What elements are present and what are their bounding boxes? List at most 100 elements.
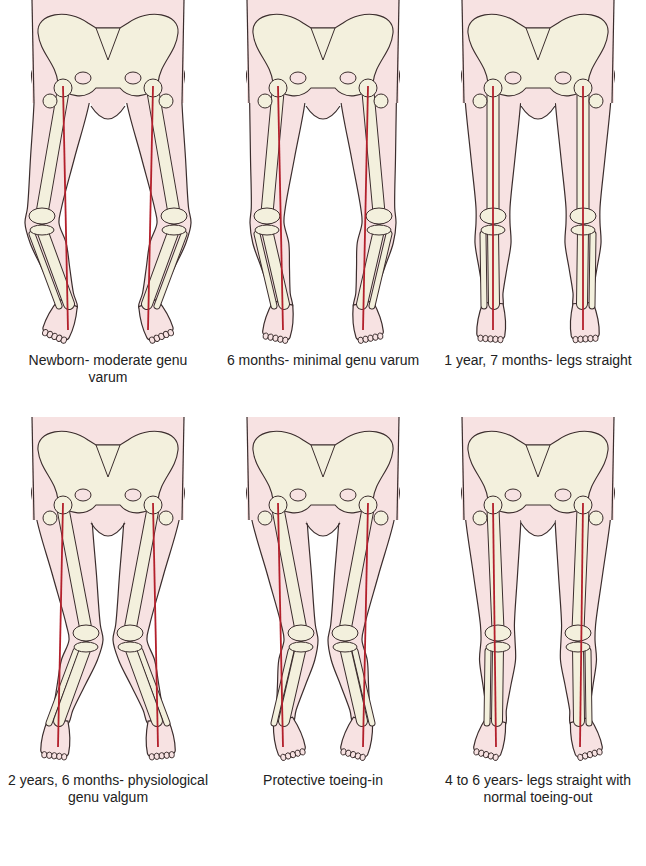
- tibial-plateau: [289, 642, 313, 652]
- femoral-condyles: [29, 208, 55, 224]
- tibia: [578, 647, 579, 721]
- toe: [596, 748, 603, 756]
- tibia-edge: [42, 230, 69, 304]
- tibial-plateau: [118, 642, 142, 652]
- obturator-foramen: [555, 489, 571, 501]
- greater-trochanter: [159, 511, 173, 525]
- trunk-side: [247, 417, 249, 520]
- femur: [368, 92, 379, 213]
- sacrum: [311, 445, 335, 477]
- crotch-line: [91, 523, 125, 536]
- mechanical-axis: [363, 86, 368, 330]
- crotch: [90, 102, 126, 119]
- femur: [267, 92, 278, 213]
- mechanical-axis: [580, 503, 583, 747]
- trunk-side: [32, 417, 34, 520]
- trunk: [247, 417, 399, 520]
- obturator-foramen: [75, 489, 91, 501]
- fibula-edge: [483, 234, 484, 306]
- crotch: [520, 519, 556, 536]
- femur: [42, 92, 63, 213]
- tibia-edge: [497, 647, 498, 721]
- sacrum: [526, 445, 550, 477]
- obturator-foramen: [290, 489, 306, 501]
- trunk-side: [612, 0, 614, 103]
- fibula: [483, 234, 484, 306]
- femoral-condyles: [485, 625, 511, 641]
- greater-trochanter: [159, 94, 173, 108]
- trunk-side: [247, 0, 249, 103]
- greater-trochanter: [589, 94, 603, 108]
- femur: [130, 509, 153, 630]
- toe: [299, 748, 306, 756]
- tibial-plateau: [162, 225, 186, 235]
- crotch-line: [91, 106, 125, 119]
- crotch-line: [521, 106, 555, 119]
- tibia: [147, 230, 174, 304]
- crotch-line: [306, 523, 340, 536]
- caption-label: 1 year, 7 months- legs straight: [438, 352, 638, 369]
- femur: [278, 509, 301, 630]
- sacrum: [526, 28, 550, 60]
- caption-label: 4 to 6 years- legs straight with normal …: [438, 772, 638, 806]
- trunk: [462, 0, 614, 103]
- mechanical-axis: [153, 503, 158, 747]
- tibial-plateau: [333, 642, 357, 652]
- crotch-line: [306, 106, 340, 119]
- toe: [377, 332, 383, 339]
- foot-outline: [566, 716, 604, 760]
- leg-figure: [25, 0, 191, 345]
- foot: [566, 716, 604, 762]
- toe: [167, 329, 174, 337]
- tibia: [497, 647, 498, 721]
- obturator-foramen: [505, 72, 521, 84]
- sacrum: [311, 28, 335, 60]
- tibial-plateau: [566, 642, 590, 652]
- tibia-edge: [147, 230, 174, 304]
- mechanical-axis: [493, 503, 496, 747]
- tibial-plateau: [255, 225, 279, 235]
- tibia-edge: [578, 647, 579, 721]
- obturator-foramen: [290, 72, 306, 84]
- obturator-foramen: [505, 489, 521, 501]
- trunk: [462, 417, 614, 520]
- caption-label: Newborn- moderate genu varum: [8, 352, 208, 386]
- leg-figure: [462, 417, 615, 762]
- obturator-foramen: [125, 72, 141, 84]
- caption-label: 2 years, 6 months- physiological genu va…: [8, 772, 208, 806]
- obturator-foramen: [75, 72, 91, 84]
- femur-edge: [267, 92, 278, 213]
- trunk-side: [32, 0, 34, 103]
- trunk: [32, 0, 184, 103]
- toe: [60, 336, 67, 344]
- trunk-side: [182, 417, 184, 520]
- crotch: [305, 102, 341, 119]
- caption-label: Protective toeing-in: [223, 772, 423, 789]
- trunk-side: [462, 0, 464, 103]
- trunk-side: [397, 0, 399, 103]
- crotch: [520, 102, 556, 119]
- fibula: [588, 651, 589, 723]
- foot: [471, 716, 509, 762]
- trunk: [32, 417, 184, 520]
- mechanical-axis: [278, 86, 283, 330]
- sacrum: [96, 445, 120, 477]
- fibula: [487, 651, 488, 723]
- fibula: [592, 234, 593, 306]
- fibula-edge: [592, 234, 593, 306]
- obturator-foramen: [340, 489, 356, 501]
- greater-trochanter: [374, 94, 388, 108]
- trunk-side: [612, 417, 614, 520]
- tibia: [42, 230, 69, 304]
- tibia: [345, 647, 362, 721]
- toe: [61, 753, 67, 760]
- trunk-side: [397, 417, 399, 520]
- toe: [359, 754, 366, 762]
- crotch: [305, 519, 341, 536]
- toe: [282, 337, 288, 344]
- tibia-edge: [284, 647, 301, 721]
- femoral-condyles: [117, 625, 143, 641]
